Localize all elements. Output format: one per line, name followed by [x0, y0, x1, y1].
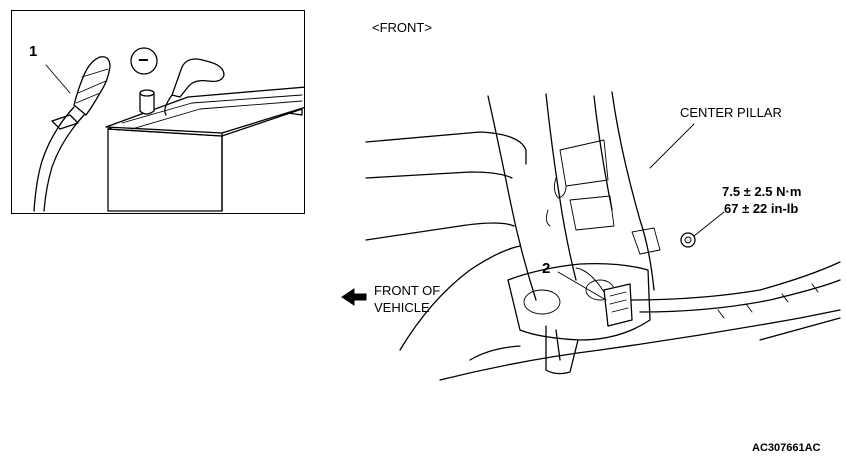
positive-cable-clamp	[171, 58, 225, 98]
battery-illustration	[33, 47, 304, 212]
leader-torque	[693, 211, 725, 237]
pillar-outer-left	[487, 95, 537, 301]
negative-cable	[33, 106, 75, 212]
lower-bracket	[507, 262, 651, 341]
taped-cable-end	[73, 56, 111, 116]
callout-2: 2	[542, 260, 551, 277]
leader-center-pillar	[649, 123, 695, 169]
mounting-bolt	[680, 232, 696, 248]
front-arrow-icon	[341, 288, 367, 306]
pillar-outer-right	[611, 91, 655, 291]
front-of-vehicle-line1: FRONT OF	[374, 283, 441, 298]
figure-code: AC307661AC	[752, 442, 821, 454]
view-title: <FRONT>	[372, 20, 432, 35]
tape-wrap	[51, 114, 79, 130]
leader-callout-2	[557, 271, 607, 301]
torque-metric-label: 7.5 ± 2.5 N·m	[722, 184, 802, 199]
front-of-vehicle-line2: VEHICLE	[374, 300, 430, 315]
battery-terminal-inset: 1 −	[11, 10, 305, 214]
negative-symbol-circle	[130, 47, 158, 75]
center-pillar-label: CENTER PILLAR	[680, 105, 782, 120]
torque-imperial-label: 67 ± 22 in-lb	[724, 201, 799, 216]
connector-2	[603, 283, 633, 327]
floor-sill-line	[629, 261, 841, 301]
door-panel-top	[365, 131, 527, 165]
negative-post	[139, 92, 155, 115]
battery-lid	[105, 86, 304, 134]
callout-1: 1	[29, 43, 38, 60]
battery-front-face	[107, 128, 223, 212]
minus-symbol: −	[138, 50, 149, 70]
